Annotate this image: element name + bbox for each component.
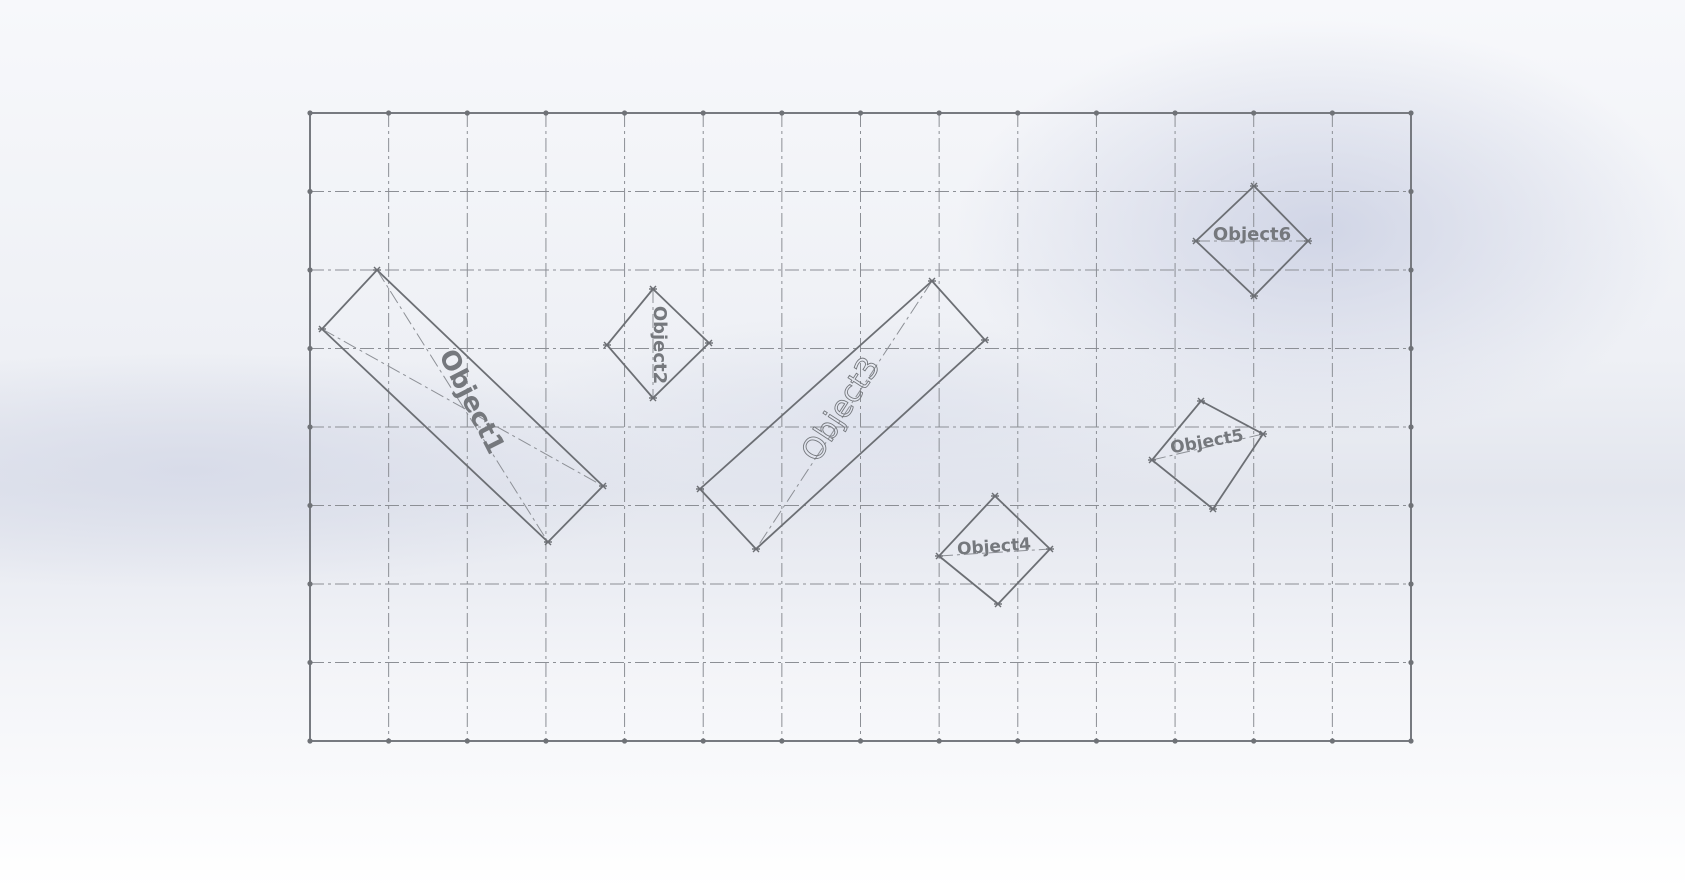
object1-diagonal: [321, 328, 604, 487]
object5-diagonal: [1151, 433, 1264, 461]
grid-node: [307, 581, 313, 587]
object4-label[interactable]: Object4: [956, 534, 1031, 559]
object6-vertices: [1192, 182, 1312, 300]
grid-node: [543, 110, 549, 116]
grid-node: [1015, 738, 1021, 744]
object1-vertices: [318, 266, 607, 546]
object2-vertices: [603, 285, 713, 402]
grid-node: [1329, 110, 1335, 116]
object6-shape[interactable]: Object6: [1192, 182, 1312, 300]
grid-node: [386, 110, 392, 116]
sketch-grid: [307, 110, 1414, 744]
grid-node: [779, 110, 785, 116]
grid-node: [464, 738, 470, 744]
grid-node: [307, 110, 313, 116]
grid-node: [1172, 110, 1178, 116]
object3-vertices: [696, 277, 989, 553]
grid-node: [307, 267, 313, 273]
grid-node: [464, 110, 470, 116]
grid-node: [1093, 110, 1100, 116]
object4-vertices: [935, 492, 1054, 608]
grid-node: [1408, 424, 1414, 430]
object5-label[interactable]: Object5: [1169, 426, 1245, 459]
grid-node: [1408, 110, 1414, 116]
grid-node: [700, 738, 706, 744]
object1-label[interactable]: Object1: [432, 345, 510, 459]
grid-node: [307, 502, 313, 509]
grid-node: [621, 110, 628, 116]
object4-diagonal: [938, 548, 1051, 557]
grid-node: [621, 738, 628, 744]
grid-node: [1408, 738, 1414, 744]
grid-node: [936, 738, 942, 744]
grid-node: [307, 345, 313, 352]
grid-node: [307, 188, 313, 195]
grid-node: [857, 738, 864, 744]
object3-diagonal: [755, 280, 933, 550]
object5-vertices: [1148, 397, 1267, 513]
grid-node: [1251, 738, 1257, 744]
grid-node: [1015, 110, 1021, 116]
grid-node: [1172, 738, 1178, 744]
object5-outline[interactable]: [1150, 399, 1265, 511]
object4-shape[interactable]: Object4: [935, 492, 1054, 608]
object1-diagonal: [376, 269, 549, 543]
grid-node: [386, 738, 392, 744]
grid-node: [1251, 110, 1257, 116]
grid-node: [543, 738, 549, 744]
object3-label[interactable]: Object3: [794, 350, 888, 468]
grid-node: [307, 738, 313, 744]
object3-shape[interactable]: Object3: [696, 277, 989, 553]
object2-shape[interactable]: Object2: [603, 285, 713, 402]
grid-node: [307, 659, 313, 666]
object2-label[interactable]: Object2: [649, 306, 670, 384]
grid-node: [700, 110, 706, 116]
grid-node: [1408, 502, 1414, 509]
grid-node: [936, 110, 942, 116]
grid-node: [307, 424, 313, 430]
grid-node: [857, 110, 864, 116]
grid-node: [779, 738, 785, 744]
grid-node: [1408, 581, 1414, 587]
grid-node: [1408, 659, 1414, 666]
object6-label[interactable]: Object6: [1213, 224, 1291, 245]
grid-node: [1093, 738, 1100, 744]
grid-node: [1329, 738, 1335, 744]
grid-node: [1408, 267, 1414, 273]
grid-node: [1408, 188, 1414, 195]
object1-shape[interactable]: Object1: [318, 266, 607, 546]
grid-node: [1408, 345, 1414, 352]
object5-shape[interactable]: Object5: [1148, 397, 1267, 513]
